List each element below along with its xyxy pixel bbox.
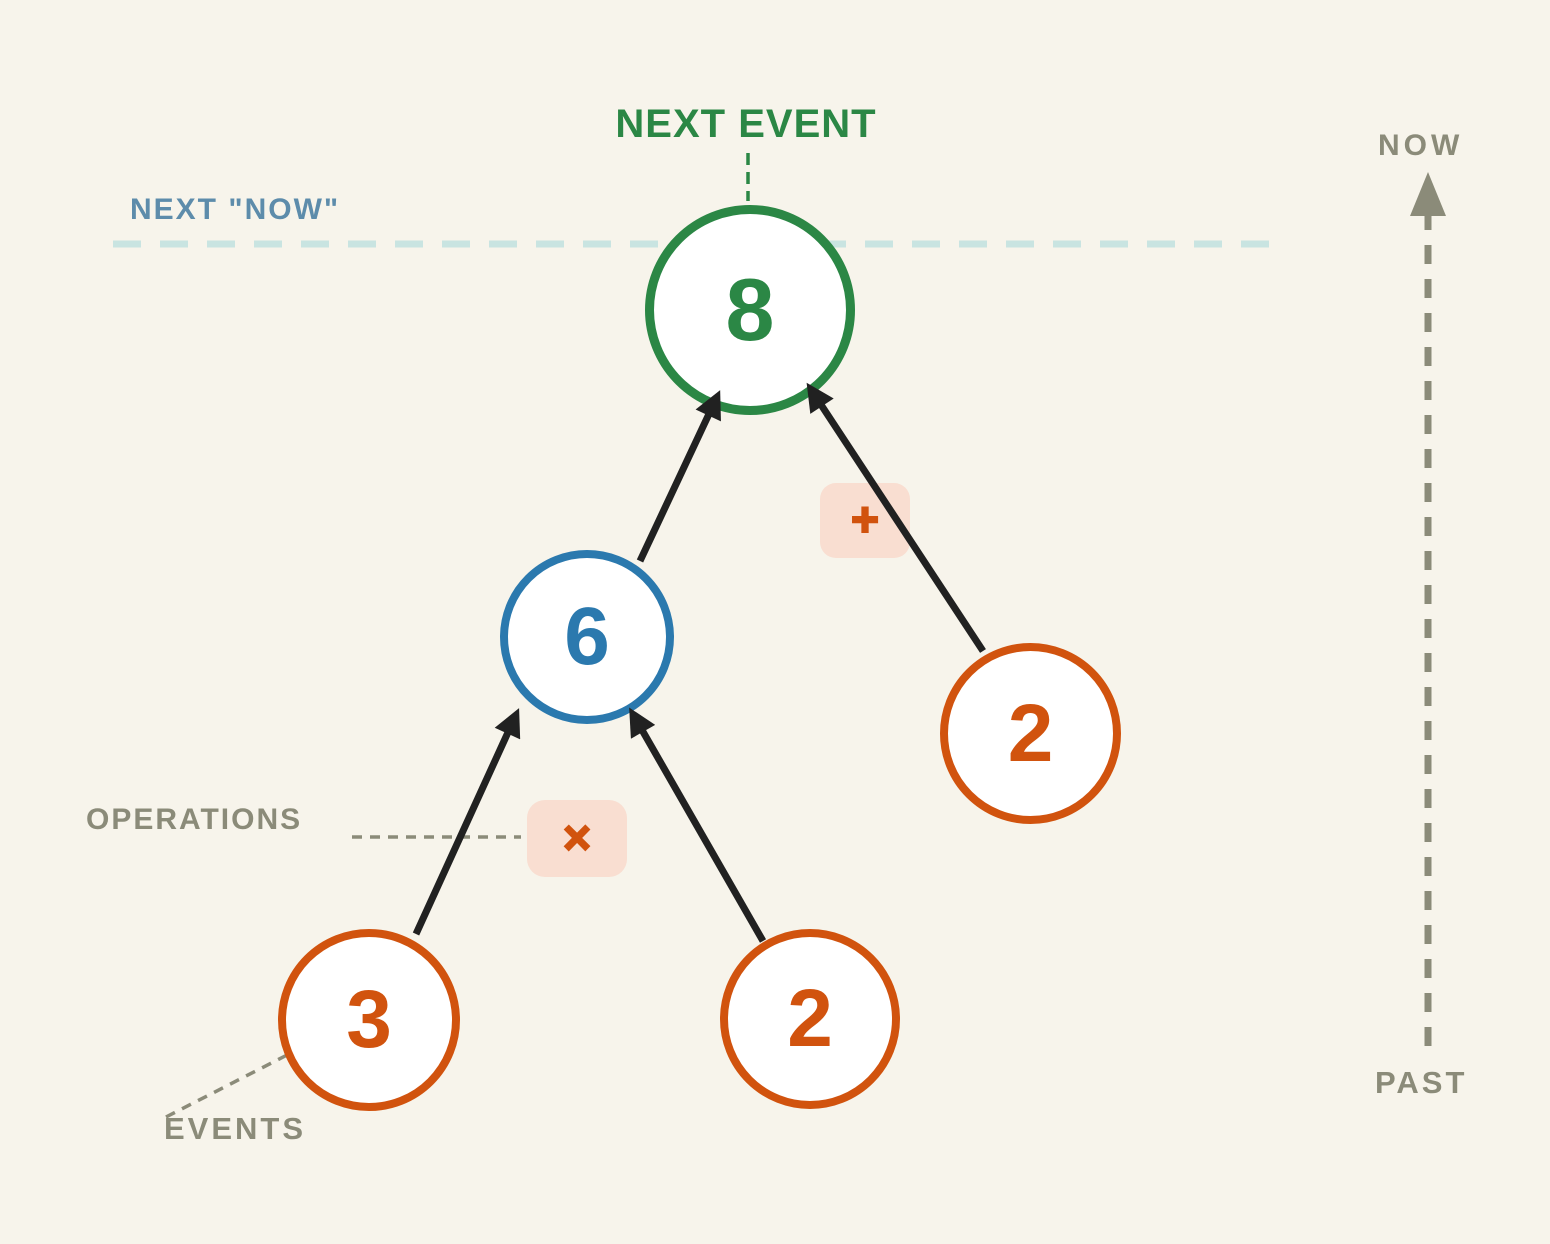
tree-node-leaf-2: 2 [720,929,900,1109]
node-value: 2 [1007,687,1054,779]
operation-plus-badge: + [820,483,910,558]
node-value: 3 [346,974,392,1065]
plus-icon: + [850,493,880,547]
tree-node-operand-2-right: 2 [940,643,1121,824]
edge-2-to-6 [629,707,767,943]
operations-label: OPERATIONS [86,803,303,836]
edge-3-to-6 [412,708,521,936]
operation-times-badge: × [527,800,627,877]
timeline-arrowhead [1410,172,1446,216]
times-icon: × [562,811,592,865]
edge-6-to-8 [636,390,721,563]
tree-node-leaf-3: 3 [278,929,460,1111]
events-label: EVENTS [164,1111,307,1146]
events-connector-line [165,1052,290,1119]
tree-node-intermediate-6: 6 [500,550,674,724]
next-now-label: NEXT "NOW" [130,193,341,226]
next-event-label: NEXT EVENT [615,102,877,146]
node-value: 8 [725,260,775,359]
node-value: 6 [564,591,610,682]
now-label: NOW [1378,129,1464,162]
node-value: 2 [787,973,833,1064]
past-label: PAST [1375,1065,1468,1100]
tree-node-root-8: 8 [645,205,855,415]
